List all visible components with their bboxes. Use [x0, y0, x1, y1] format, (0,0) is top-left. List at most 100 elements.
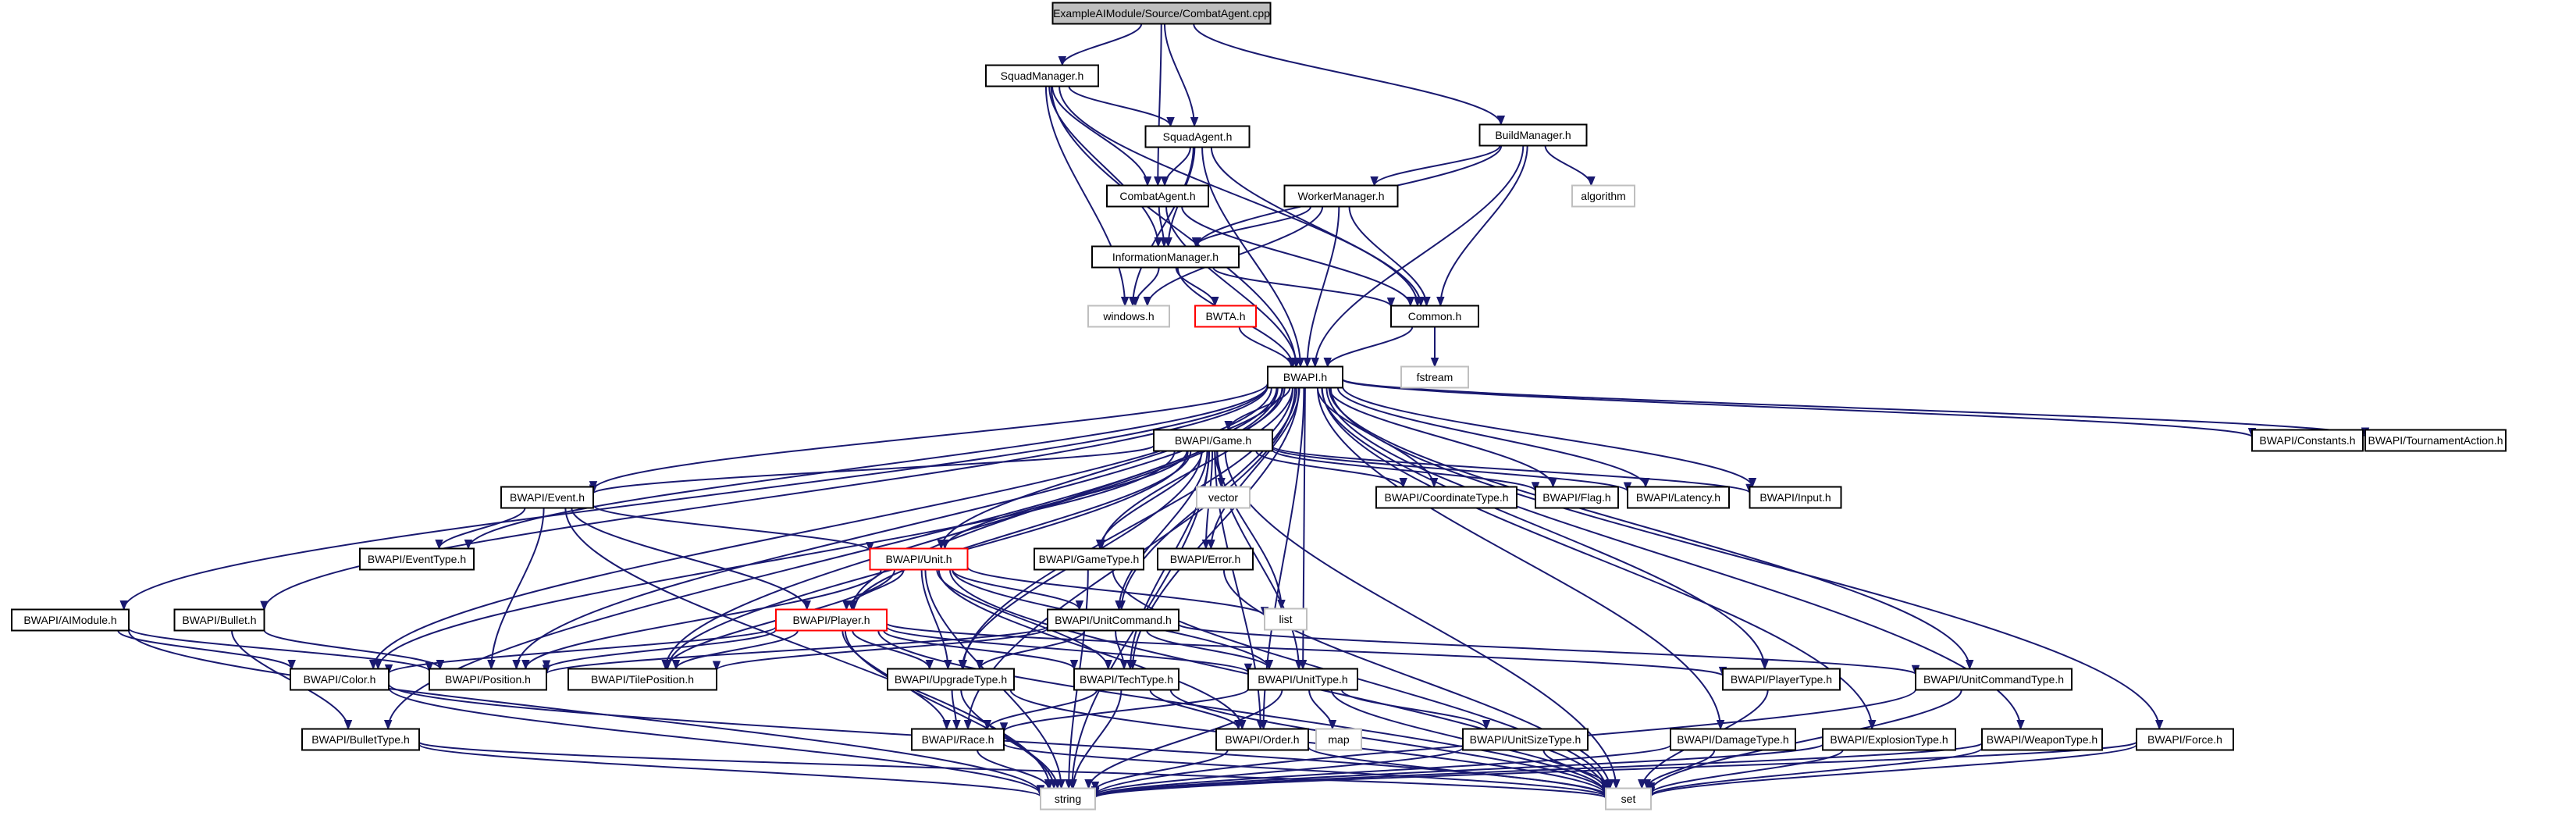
arrowhead: [1612, 779, 1621, 789]
node-force[interactable]: BWAPI/Force.h: [2136, 728, 2234, 751]
node-box: [1194, 305, 1257, 328]
node-label: BWAPI/Bullet.h: [182, 614, 256, 626]
node-input[interactable]: BWAPI/Input.h: [1749, 486, 1842, 509]
node-latency[interactable]: BWAPI/Latency.h: [1627, 486, 1730, 509]
node-common[interactable]: Common.h: [1390, 305, 1479, 328]
node-root[interactable]: ExampleAIModule/Source/CombatAgent.cpp: [1051, 2, 1272, 25]
node-label: BWAPI/CoordinateType.h: [1384, 491, 1508, 504]
edge-bwapi-to-unitcommandtype: [1328, 387, 1971, 669]
node-label: BWAPI/AIModule.h: [23, 614, 116, 626]
node-race[interactable]: BWAPI/Race.h: [911, 728, 1005, 751]
node-playertype[interactable]: BWAPI/PlayerType.h: [1722, 668, 1841, 691]
arrowhead: [1091, 781, 1100, 792]
edge-game-to-unittype: [1216, 451, 1300, 669]
node-unitsizetype[interactable]: BWAPI/UnitSizeType.h: [1462, 728, 1589, 751]
edge-unitcommand-to-upgradetype: [978, 630, 1086, 669]
node-bwta[interactable]: BWTA.h: [1194, 305, 1257, 328]
node-event[interactable]: BWAPI/Event.h: [500, 486, 594, 509]
node-constants[interactable]: BWAPI/Constants.h: [2251, 429, 2364, 452]
arrowhead: [1716, 720, 1725, 730]
arrowhead: [1191, 237, 1201, 248]
edge-aimodule-to-position: [128, 627, 430, 672]
edge-bullettype-to-string: [418, 743, 1041, 797]
node-bullettype[interactable]: BWAPI/BulletType.h: [301, 728, 420, 751]
node-error[interactable]: BWAPI/Error.h: [1157, 547, 1254, 571]
node-tileposition[interactable]: BWAPI/TilePosition.h: [568, 668, 717, 691]
node-box: [1315, 728, 1362, 751]
arrowhead: [802, 600, 811, 611]
node-label: BWAPI/UnitCommand.h: [1055, 614, 1172, 626]
edge-order-to-string: [1094, 750, 1229, 791]
edge-explosiontype-to-string: [1094, 743, 1823, 798]
node-upgradetype[interactable]: BWAPI/UpgradeType.h: [887, 668, 1015, 691]
node-tournament[interactable]: BWAPI/TournamentAction.h: [2364, 429, 2507, 452]
node-position[interactable]: BWAPI/Position.h: [429, 668, 547, 691]
node-bwapi[interactable]: BWAPI.h: [1267, 365, 1343, 389]
node-bullet[interactable]: BWAPI/Bullet.h: [173, 608, 265, 632]
edge-combatagent-to-bwapi: [1165, 206, 1297, 367]
edge-event-to-player: [571, 508, 808, 610]
arrowhead: [374, 660, 382, 670]
arrowhead: [842, 600, 851, 611]
arrowhead: [260, 600, 269, 611]
node-player[interactable]: BWAPI/Player.h: [775, 608, 888, 632]
node-unit[interactable]: BWAPI/Unit.h: [869, 547, 969, 571]
arrowhead: [1104, 660, 1112, 670]
node-combatagent[interactable]: CombatAgent.h: [1106, 184, 1209, 208]
edge-game-to-latency: [1272, 447, 1628, 492]
node-techtype[interactable]: BWAPI/TechType.h: [1073, 668, 1179, 691]
edge-aimodule-to-string: [128, 630, 1041, 794]
node-label: BWAPI/Constants.h: [2259, 434, 2355, 447]
node-order[interactable]: BWAPI/Order.h: [1215, 728, 1309, 751]
node-weapontype[interactable]: BWAPI/WeaponType.h: [1981, 728, 2103, 751]
node-label: windows.h: [1102, 310, 1154, 322]
edge-buildmanager-to-algorithm: [1544, 145, 1592, 186]
node-unittype[interactable]: BWAPI/UnitType.h: [1247, 668, 1358, 691]
node-explosiontype[interactable]: BWAPI/ExplosionType.h: [1822, 728, 1956, 751]
node-label: InformationManager.h: [1112, 251, 1219, 263]
edge-buildmanager-to-bwapi: [1314, 145, 1525, 367]
node-label: CombatAgent.h: [1119, 190, 1195, 202]
node-squadmanager[interactable]: SquadManager.h: [985, 64, 1099, 87]
node-box: [1047, 608, 1179, 632]
node-game[interactable]: BWAPI/Game.h: [1153, 429, 1273, 452]
node-informationmanager[interactable]: InformationManager.h: [1091, 245, 1240, 269]
node-box: [1264, 608, 1308, 631]
node-unitcommandtype[interactable]: BWAPI/UnitCommandType.h: [1915, 668, 2073, 691]
node-flag[interactable]: BWAPI/Flag.h: [1535, 486, 1619, 509]
edge-unitcommand-to-position: [546, 625, 1048, 675]
arrowhead: [1084, 779, 1093, 789]
arrowhead: [1638, 779, 1646, 789]
arrowhead: [1496, 116, 1506, 126]
edge-weapontype-to-set: [1650, 747, 1983, 796]
node-label: BWAPI/UpgradeType.h: [895, 673, 1007, 686]
arrowhead: [1143, 297, 1152, 307]
node-box: [1040, 787, 1096, 811]
arrowhead: [1311, 358, 1319, 368]
node-buildmanager[interactable]: BuildManager.h: [1478, 123, 1588, 147]
node-gametype[interactable]: BWAPI/GameType.h: [1034, 547, 1144, 571]
node-label: BWAPI/BulletType.h: [311, 733, 410, 746]
node-squadagent[interactable]: SquadAgent.h: [1144, 125, 1251, 148]
edge-unit-to-position: [525, 569, 882, 669]
node-set: set: [1605, 787, 1652, 811]
edge-game-to-color: [377, 451, 1176, 669]
arrowhead: [521, 660, 530, 670]
edge-unittype-to-race: [1003, 688, 1249, 732]
node-box: [1215, 728, 1309, 751]
node-coordinatetype[interactable]: BWAPI/CoordinateType.h: [1375, 486, 1517, 509]
edge-unit-to-unitcommand: [952, 569, 1080, 610]
edge-player-to-upgradetype: [852, 630, 930, 669]
node-map: map: [1315, 728, 1362, 751]
node-damagetype[interactable]: BWAPI/DamageType.h: [1670, 728, 1796, 751]
edge-player-to-techtype: [883, 629, 1075, 670]
node-label: BuildManager.h: [1495, 129, 1571, 141]
node-unitcommand[interactable]: BWAPI/UnitCommand.h: [1047, 608, 1179, 632]
arrowhead: [1069, 660, 1079, 670]
node-eventtype[interactable]: BWAPI/EventType.h: [359, 547, 475, 571]
node-workermanager[interactable]: WorkerManager.h: [1283, 184, 1399, 208]
node-label: BWAPI/PlayerType.h: [1731, 673, 1832, 686]
node-color[interactable]: BWAPI/Color.h: [290, 668, 390, 691]
node-aimodule[interactable]: BWAPI/AIModule.h: [11, 608, 130, 632]
edge-color-to-string: [388, 686, 1041, 795]
